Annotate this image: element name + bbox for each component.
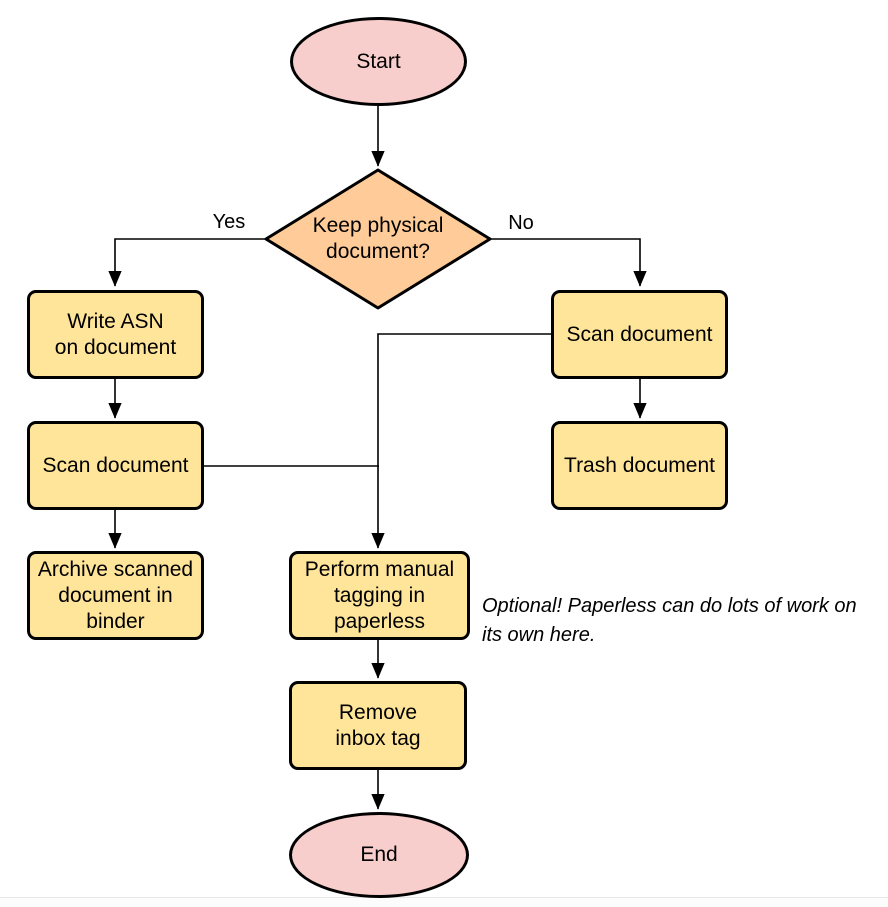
node-trash-document: Trash document <box>551 421 728 510</box>
page-bottom-divider <box>0 897 888 907</box>
edge-scan-right-to-tagging <box>371 333 551 549</box>
edge-label-yes: Yes <box>212 211 246 233</box>
node-end: End <box>289 812 469 898</box>
node-archive-scanned-document: Archive scanned document in binder <box>27 551 204 640</box>
node-scan-document-right: Scan document <box>551 290 728 379</box>
node-remove-inbox-tag: Remove inbox tag <box>289 681 467 770</box>
note-optional-paperless: Optional! Paperless can do lots of work … <box>482 595 857 646</box>
edge-decision-yes-to-write-asn <box>108 238 266 287</box>
node-scan-document-left: Scan document <box>27 421 204 510</box>
node-write-asn-on-document: Write ASN on document <box>27 290 204 379</box>
node-perform-manual-tagging: Perform manual tagging in paperless <box>289 551 470 640</box>
decision-diamond-shape <box>264 168 492 310</box>
edge-decision-no-to-scan-right <box>490 238 647 287</box>
node-decision-keep-physical-document: Keep physical document? <box>312 214 444 263</box>
node-start: Start <box>290 17 467 106</box>
edge-label-no: No <box>508 212 534 234</box>
